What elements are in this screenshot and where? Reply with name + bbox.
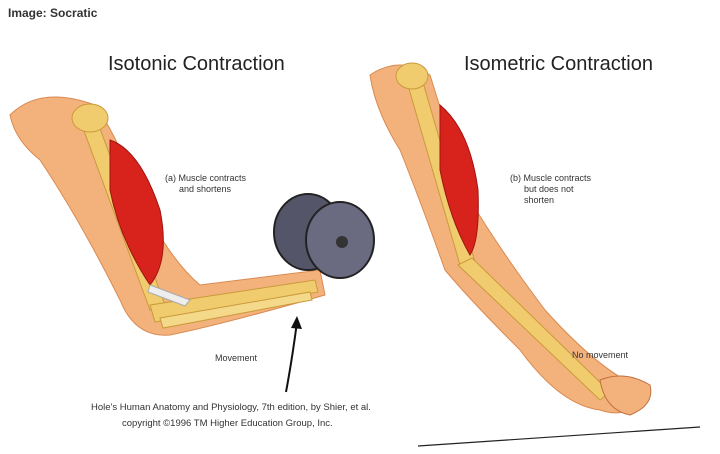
label-line: and shortens	[179, 184, 232, 194]
isotonic-label: (a) Muscle contracts and shortens	[165, 173, 246, 195]
movement-arrow	[285, 321, 298, 393]
no-movement-label: No movement	[572, 350, 629, 360]
image-credit: Image: Socratic	[8, 6, 98, 20]
label-line: (b) Muscle contracts	[510, 173, 592, 183]
isotonic-title: Isotonic Contraction	[108, 53, 285, 75]
label-line: (a) Muscle contracts	[165, 173, 247, 183]
label-line: but does not	[524, 184, 574, 194]
right-arm-illustration	[369, 62, 652, 416]
caption-line-2: copyright ©1996 TM Higher Education Grou…	[122, 418, 333, 429]
label-line: shorten	[524, 195, 555, 205]
isometric-title: Isometric Contraction	[464, 53, 653, 75]
dumbbell	[273, 193, 375, 279]
left-arm-illustration	[9, 96, 326, 336]
caption-line-1: Hole's Human Anatomy and Physiology, 7th…	[91, 402, 371, 413]
isometric-label: (b) Muscle contracts but does not shorte…	[510, 173, 591, 206]
rope	[417, 426, 701, 447]
movement-label: Movement	[215, 353, 258, 363]
